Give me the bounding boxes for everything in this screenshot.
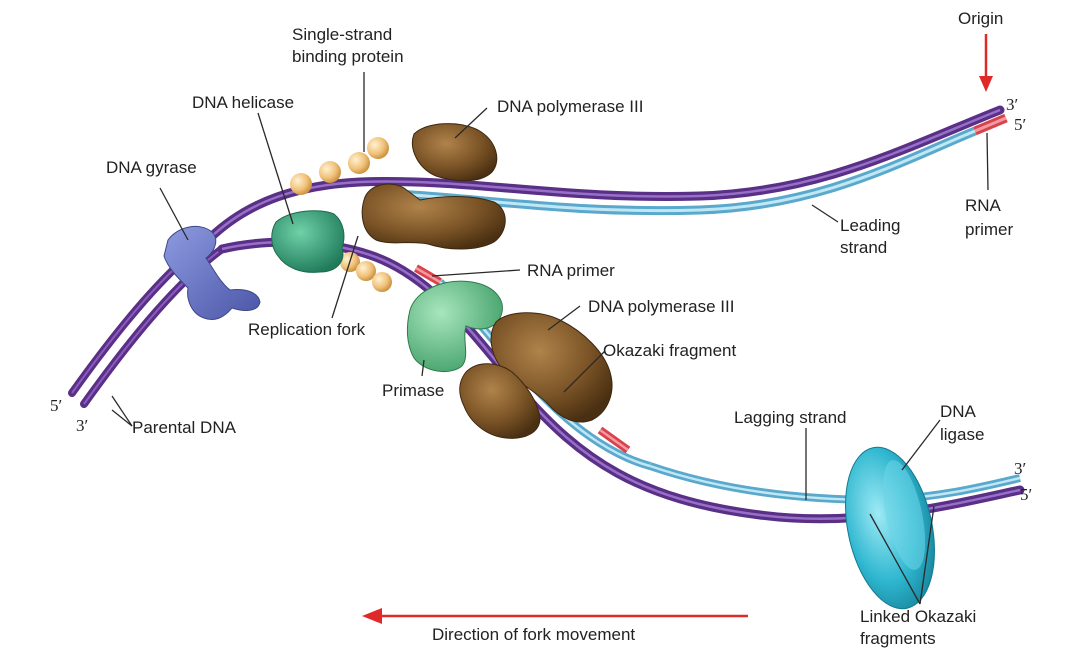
label-leading-line1: Leading bbox=[840, 216, 901, 235]
dna-ligase-shape bbox=[845, 446, 935, 610]
dna-polymerase-bottom-lower-shape bbox=[459, 363, 541, 439]
label-origin: Origin bbox=[958, 9, 1003, 28]
origin-arrow bbox=[979, 34, 993, 92]
end-left-3: 3′ bbox=[76, 416, 88, 435]
label-ligase-line1: DNA bbox=[940, 402, 977, 421]
label-leading-line2: strand bbox=[840, 238, 887, 257]
label-rna-primer-mid: RNA primer bbox=[527, 261, 615, 280]
label-ligase-line2: ligase bbox=[940, 425, 984, 444]
end-left-5: 5′ bbox=[50, 396, 62, 415]
label-gyrase: DNA gyrase bbox=[106, 158, 197, 177]
label-lagging: Lagging strand bbox=[734, 408, 846, 427]
primase-shape bbox=[406, 280, 503, 373]
dna-gyrase-shape bbox=[163, 225, 261, 321]
label-helicase: DNA helicase bbox=[192, 93, 294, 112]
dna-polymerase-top-lower-shape bbox=[361, 183, 506, 250]
end-top-right-5: 5′ bbox=[1014, 115, 1026, 134]
end-bottom-right-5: 5′ bbox=[1020, 485, 1032, 504]
dna-polymerase-top-shape bbox=[412, 123, 498, 182]
label-replication-fork: Replication fork bbox=[248, 320, 366, 339]
ssb-proteins bbox=[290, 137, 392, 292]
label-linked-okazaki-line1: Linked Okazaki bbox=[860, 607, 976, 626]
end-bottom-right-3: 3′ bbox=[1014, 459, 1026, 478]
end-top-right-3: 3′ bbox=[1006, 95, 1018, 114]
label-rna-primer-right-line2: primer bbox=[965, 220, 1014, 239]
label-direction: Direction of fork movement bbox=[432, 625, 635, 644]
leader-lines bbox=[111, 72, 989, 605]
label-okazaki: Okazaki fragment bbox=[603, 341, 736, 360]
label-polymerase-bottom: DNA polymerase III bbox=[588, 297, 734, 316]
label-parental-dna: Parental DNA bbox=[132, 418, 237, 437]
label-rna-primer-right-line1: RNA bbox=[965, 196, 1002, 215]
label-linked-okazaki-line2: fragments bbox=[860, 629, 936, 648]
label-polymerase-top: DNA polymerase III bbox=[497, 97, 643, 116]
label-ssb-line2: binding protein bbox=[292, 47, 404, 66]
dna-helicase-shape bbox=[271, 210, 345, 273]
fork-direction-arrow bbox=[362, 608, 748, 624]
label-primase: Primase bbox=[382, 381, 444, 400]
label-ssb-line1: Single-strand bbox=[292, 25, 392, 44]
